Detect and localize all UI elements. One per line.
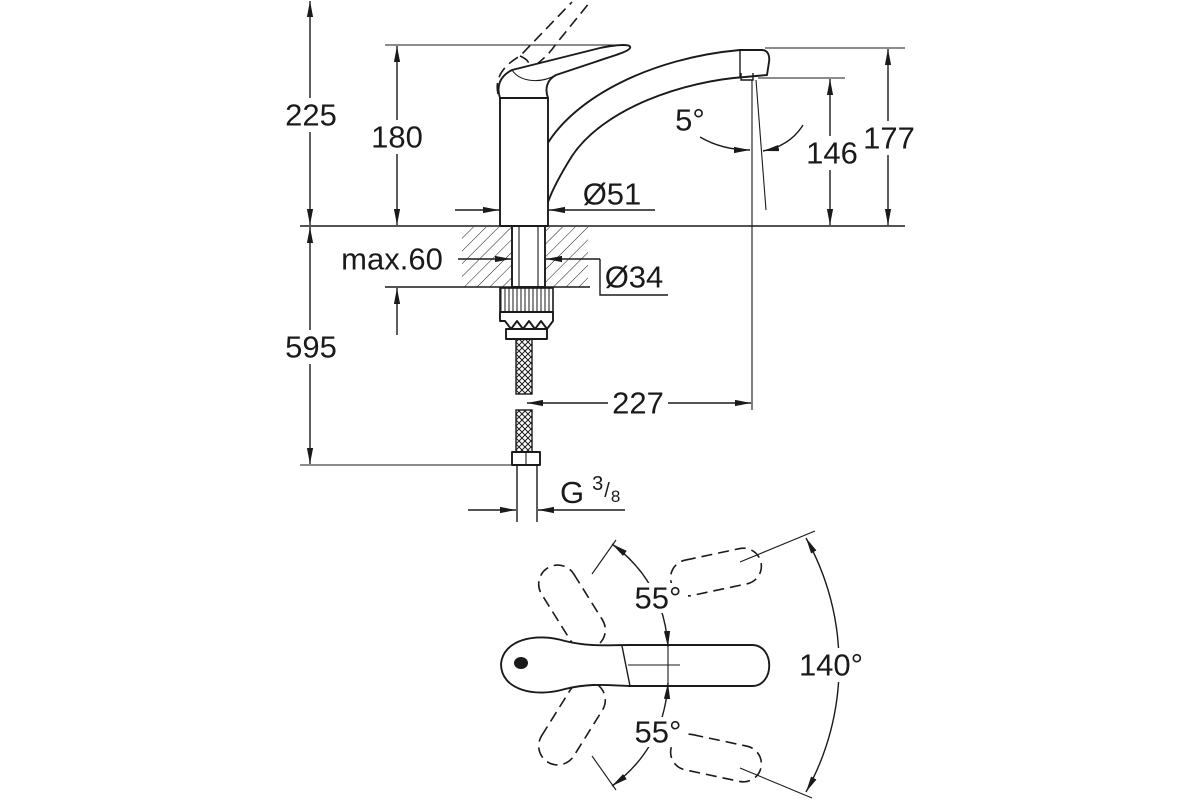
supply-hose-lower — [515, 409, 533, 453]
rotation-upper-label: 55° — [635, 581, 682, 616]
reach-label: 227 — [612, 386, 664, 421]
rotated-handle-lower-left — [537, 680, 607, 766]
rotation-extension-upper-right — [739, 530, 816, 563]
faucet-body — [499, 97, 549, 227]
supply-hose-upper — [515, 338, 533, 395]
shank-diameter-leader — [599, 259, 668, 296]
connection-thread-denominator: 8 — [611, 487, 620, 506]
handle-junction-line — [621, 645, 631, 687]
lever-handle-base-line — [511, 69, 557, 82]
label-mask — [628, 583, 688, 613]
spout-angle-arrow-right — [762, 124, 804, 152]
rotated-handle-upper-left — [537, 564, 607, 650]
label-mask — [282, 98, 340, 132]
aerator-height-label: 146 — [806, 136, 858, 171]
body-diameter-label: Ø51 — [583, 177, 642, 212]
shank-diameter-label: Ø34 — [605, 260, 664, 295]
spout-angle-line — [755, 79, 767, 211]
spout — [545, 49, 771, 203]
label-masks — [282, 98, 917, 747]
dimension-labels: 225 180 5° 146 177 Ø51 max.60 Ø34 595 22… — [285, 98, 915, 750]
spout-angle-label: 5° — [675, 103, 705, 138]
counter-thickness-label: max.60 — [341, 242, 443, 277]
label-mask — [861, 121, 917, 155]
label-mask — [628, 717, 688, 747]
mounting-nut-teeth — [499, 311, 554, 330]
mounting-shank — [511, 225, 546, 288]
mounting-nut-base — [505, 328, 548, 340]
connection-thread-separator: / — [604, 480, 610, 502]
label-mask — [608, 387, 668, 419]
connection-thread-numerator: 3 — [592, 473, 603, 495]
rotation-lower-label: 55° — [635, 715, 682, 750]
body-height-label: 180 — [371, 120, 423, 155]
connection-thread-letter: G — [560, 475, 584, 510]
rotated-handle-upper-right — [669, 547, 763, 597]
spout-height-label: 177 — [863, 121, 915, 156]
spout-angle-arrow-left — [699, 136, 751, 154]
supply-hose — [511, 338, 541, 522]
rotation-extension-lower-right — [739, 767, 813, 799]
mounting-nut — [499, 287, 554, 340]
label-mask — [804, 136, 860, 170]
label-mask — [368, 120, 426, 154]
countertop-hatch-left — [462, 227, 512, 287]
label-mask — [794, 648, 868, 682]
hose-length-label: 595 — [285, 330, 337, 365]
lever-handle — [497, 44, 632, 99]
rotated-handle-outlines — [537, 547, 763, 783]
aerator — [740, 73, 754, 81]
extension-lines — [300, 44, 905, 466]
mounting-nut-knurl — [499, 287, 554, 313]
total-height-label: 225 — [285, 98, 337, 133]
rotation-total-label: 140° — [799, 648, 863, 683]
handle-indicator-dot — [514, 657, 528, 669]
label-mask — [282, 330, 340, 364]
countertop-hatch-right — [545, 227, 588, 287]
